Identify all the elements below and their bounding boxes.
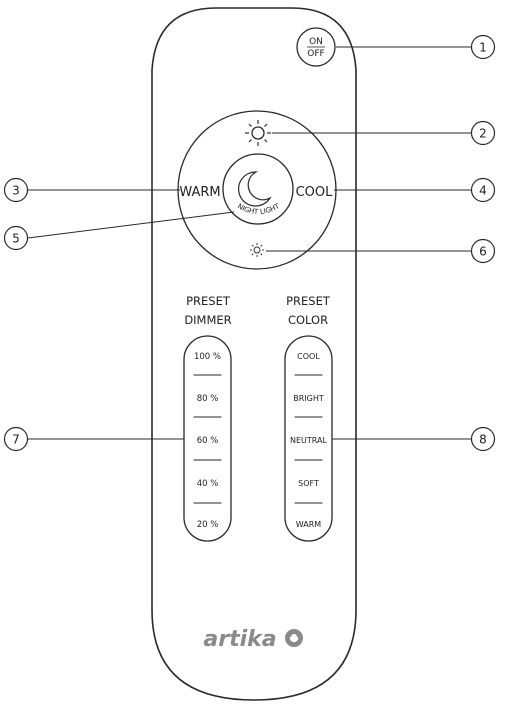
callout-number: 8	[479, 433, 487, 447]
callout-marker-4: 4	[470, 177, 496, 203]
moon-icon	[237, 171, 272, 207]
dimmer-label-1: 100 %	[194, 352, 221, 362]
callout-number: 4	[479, 184, 487, 198]
dimmer-button-4[interactable]: 40 %	[187, 466, 229, 496]
callout-line-5	[27, 211, 235, 239]
sun-small-icon[interactable]	[250, 243, 264, 257]
color-button-2[interactable]: BRIGHT	[288, 381, 330, 411]
brand-logo-icon	[285, 629, 303, 647]
color-button-5[interactable]: WARM	[288, 507, 330, 537]
brand-wordmark: artika	[203, 627, 276, 652]
power-off-label: OFF	[307, 49, 324, 59]
dimmer-button-1[interactable]: 100 %	[187, 339, 229, 369]
color-label-3: NEUTRAL	[290, 436, 327, 445]
dimmer-label-2: 80 %	[197, 394, 219, 404]
callout-marker-1: 1	[470, 34, 496, 60]
callout-marker-3: 3	[3, 177, 29, 203]
color-label-4: SOFT	[298, 479, 319, 488]
color-label-1: COOL	[297, 352, 320, 361]
night-light-button[interactable]: NIGHT LIGHT	[222, 153, 294, 225]
callout-marker-2: 2	[470, 120, 496, 146]
callout-number: 7	[12, 433, 20, 447]
power-button[interactable]: ON OFF	[296, 27, 336, 67]
dimmer-button-2[interactable]: 80 %	[187, 381, 229, 411]
preset-color-title-2: COLOR	[288, 313, 328, 327]
callout-marker-6: 6	[470, 238, 496, 264]
power-on-label: ON	[309, 37, 323, 47]
callout-number: 6	[479, 245, 487, 259]
color-label-5: WARM	[296, 520, 322, 529]
color-button-1[interactable]: COOL	[288, 339, 330, 369]
dimmer-label-4: 40 %	[197, 479, 219, 489]
dimmer-label-3: 60 %	[197, 436, 219, 446]
callout-number: 1	[479, 41, 487, 55]
callout-marker-8: 8	[470, 426, 496, 452]
dimmer-label-5: 20 %	[197, 520, 219, 530]
callout-number: 3	[12, 184, 20, 198]
sun-large-icon[interactable]	[245, 120, 271, 146]
color-button-3[interactable]: NEUTRAL	[288, 423, 330, 453]
preset-dimmer-title-2: DIMMER	[184, 313, 231, 327]
color-button-4[interactable]: SOFT	[288, 466, 330, 496]
callout-marker-7: 7	[3, 426, 29, 452]
dimmer-button-3[interactable]: 60 %	[187, 423, 229, 453]
color-label-2: BRIGHT	[293, 394, 324, 403]
callout-number: 2	[479, 127, 487, 141]
callout-marker-5: 5	[3, 225, 29, 251]
preset-dimmer-title-1: PRESET	[186, 294, 231, 308]
callout-number: 5	[12, 232, 20, 246]
warm-label[interactable]: WARM	[179, 185, 220, 200]
preset-color-title-1: PRESET	[286, 294, 331, 308]
cool-label[interactable]: COOL	[296, 185, 334, 200]
dimmer-button-5[interactable]: 20 %	[187, 507, 229, 537]
